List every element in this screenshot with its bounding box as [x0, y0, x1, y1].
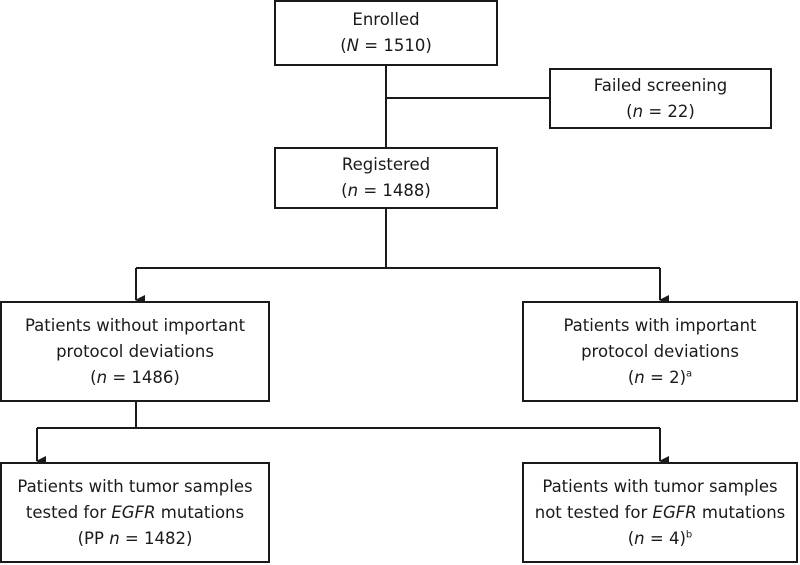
registered-label: Registered: [341, 155, 431, 174]
with-deviations-count: (n = 2)a: [627, 367, 693, 387]
not-tested-box: Patients with tumor samples not tested f…: [522, 462, 798, 563]
enrolled-label: Enrolled: [352, 10, 420, 29]
enrolled-box: Enrolled (N = 1510): [274, 0, 498, 66]
tested-count: (PP n = 1482): [77, 528, 193, 548]
with-deviations-box: Patients with important protocol deviati…: [522, 301, 798, 402]
footnote-marker-a: a: [686, 368, 693, 379]
failed-screening-label: Failed screening: [593, 75, 728, 95]
without-deviations-box: Patients without important protocol devi…: [0, 301, 270, 402]
footnote-marker-b: b: [685, 529, 693, 540]
registered-box: Registered (n = 1488): [274, 147, 498, 209]
failed-screening-box: Failed screening (n = 22): [549, 68, 772, 129]
enrolled-count: (N = 1510): [340, 36, 432, 55]
tested-box: Patients with tumor samples tested for E…: [0, 462, 270, 563]
registered-count: (n = 1488): [341, 181, 431, 200]
without-deviations-count: (n = 1486): [90, 367, 180, 387]
not-tested-count: (n = 4)b: [627, 528, 693, 548]
failed-screening-count: (n = 22): [626, 101, 695, 121]
